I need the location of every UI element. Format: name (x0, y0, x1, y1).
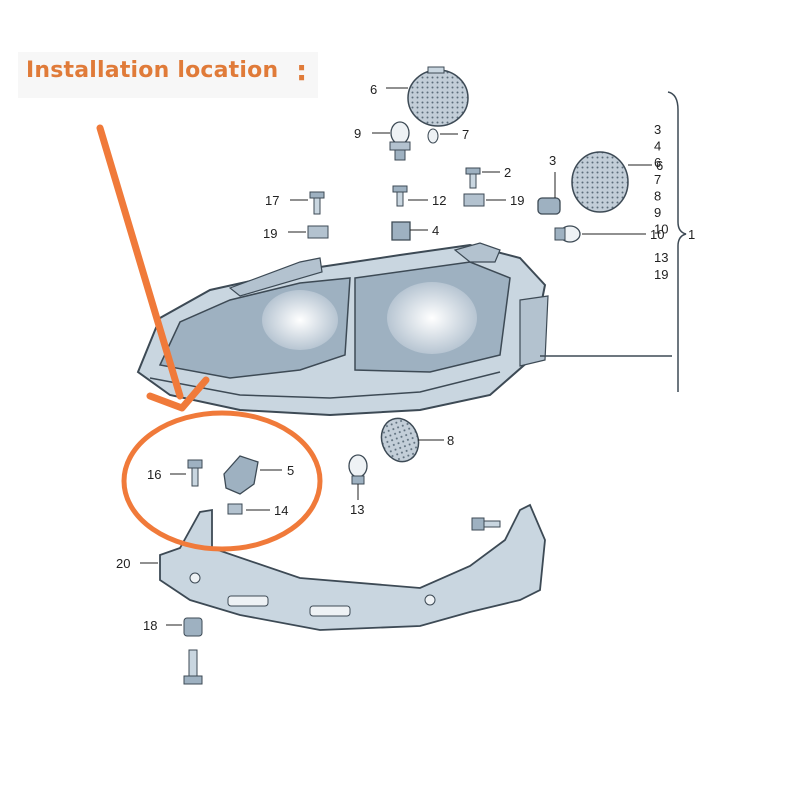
lower-bracket (140, 503, 546, 631)
lower-lamp-cover (380, 417, 444, 463)
group-list-item: 10 (654, 222, 668, 237)
label-socket: 4 (432, 223, 439, 238)
connector (537, 172, 561, 215)
bulb-lower (348, 454, 368, 500)
headlight-housing (136, 242, 549, 417)
label-bracket-screw: 16 (147, 467, 161, 482)
bulb-small (427, 128, 458, 144)
heading-colon: : (296, 54, 308, 87)
screw-mid (392, 185, 428, 207)
clip-mid (463, 193, 506, 207)
top-lamp-cover (386, 66, 469, 127)
group-list-item: 19 (654, 267, 668, 282)
group-list-item: 13 (654, 250, 668, 265)
label-screw-mid: 12 (432, 193, 446, 208)
heading-title: Installation location (26, 58, 279, 83)
label-bulb-main: 9 (354, 126, 361, 141)
label-bulb-lower: 13 (350, 502, 364, 517)
heading-banner (18, 52, 318, 98)
bulb-right (554, 225, 646, 243)
group-list-item: 7 (654, 172, 661, 187)
label-clip-mid: 19 (510, 193, 524, 208)
label-screw-left-top: 17 (265, 193, 279, 208)
right-lamp-cover (571, 151, 652, 213)
label-connector: 3 (549, 153, 556, 168)
group-list: 3 46 78 9 10 13 19 (654, 122, 668, 282)
clip-left (288, 225, 329, 239)
group-list-item: 3 (654, 122, 661, 137)
label-clip-left: 19 (263, 226, 277, 241)
label-bulb-small: 7 (462, 127, 469, 142)
label-bracket-main: 20 (116, 556, 130, 571)
lower-bolt (166, 617, 203, 685)
group-list-item: 9 (654, 205, 661, 220)
label-bracket-clip: 5 (287, 463, 294, 478)
bracket-screw (170, 459, 203, 487)
screw-left-top (290, 191, 325, 215)
label-lower-cover: 8 (447, 433, 454, 448)
label-bulb-right: 10 (650, 227, 664, 242)
group-list-item: 6 (654, 155, 661, 170)
bracket-nut (227, 503, 270, 515)
group-bracket (540, 91, 687, 392)
screw-right (465, 167, 500, 189)
installation-callout (96, 124, 323, 552)
bulb-main (372, 121, 411, 161)
label-screw-right: 2 (504, 165, 511, 180)
bracket-right-screw (471, 517, 501, 531)
bracket-clip (223, 455, 282, 495)
socket (391, 221, 428, 241)
label-top-lamp-cover: 6 (370, 82, 377, 97)
label-group: 1 (688, 227, 695, 242)
label-lower-bolt: 18 (143, 618, 157, 633)
group-list-item: 4 (654, 139, 661, 154)
label-bracket-nut: 14 (274, 503, 288, 518)
label-right-cover: 6 (656, 158, 663, 173)
group-list-item: 8 (654, 188, 661, 203)
